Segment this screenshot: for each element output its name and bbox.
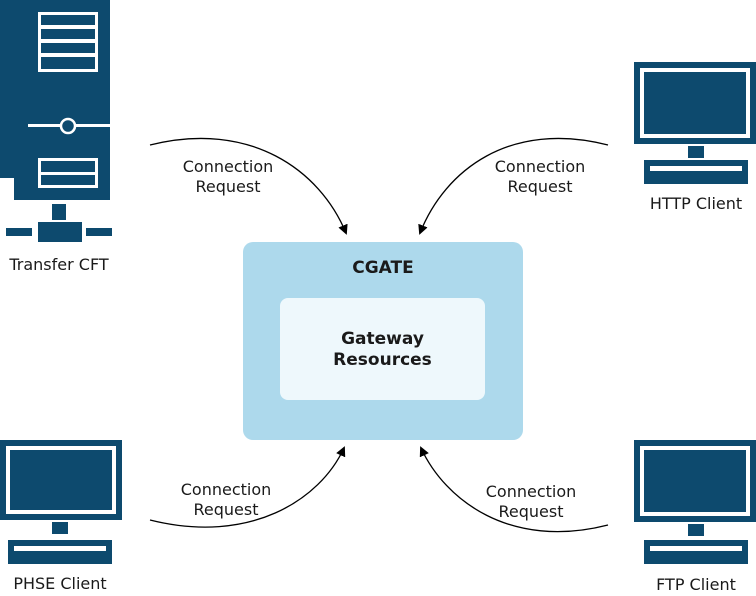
gateway-resources-line2: Resources bbox=[333, 350, 432, 370]
connection-line2: Request bbox=[195, 177, 261, 196]
connection-line1: Connection bbox=[485, 482, 577, 501]
gateway-resources-box bbox=[280, 298, 485, 400]
http-client-label: HTTP Client bbox=[649, 194, 743, 213]
transfer-cft-label: Transfer CFT bbox=[9, 255, 109, 274]
connection-line1: Connection bbox=[180, 480, 272, 499]
connection-request-label: Connection Request bbox=[473, 482, 589, 522]
monitor-icon bbox=[634, 440, 756, 564]
cgate-title: CGATE bbox=[352, 258, 414, 278]
phse-client-label: PHSE Client bbox=[13, 574, 107, 593]
arrow-top-right bbox=[418, 137, 609, 235]
connection-line2: Request bbox=[193, 500, 259, 519]
monitor-icon bbox=[634, 62, 756, 184]
connection-line2: Request bbox=[507, 177, 573, 196]
gateway-resources-label: Gateway Resources bbox=[280, 329, 485, 371]
server-icon bbox=[0, 0, 112, 242]
connection-line1: Connection bbox=[182, 157, 274, 176]
connection-request-label: Connection Request bbox=[168, 480, 284, 520]
arrow-bottom-right bbox=[419, 446, 609, 533]
arrow-bottom-left bbox=[149, 446, 346, 528]
arrow-top-left bbox=[149, 137, 348, 235]
connection-line2: Request bbox=[498, 502, 564, 521]
ftp-client-label: FTP Client bbox=[656, 575, 736, 594]
connection-request-label: Connection Request bbox=[482, 157, 598, 197]
monitor-icon bbox=[0, 440, 122, 564]
gateway-resources-line1: Gateway bbox=[341, 329, 424, 349]
connection-request-label: Connection Request bbox=[170, 157, 286, 197]
connection-line1: Connection bbox=[494, 157, 586, 176]
